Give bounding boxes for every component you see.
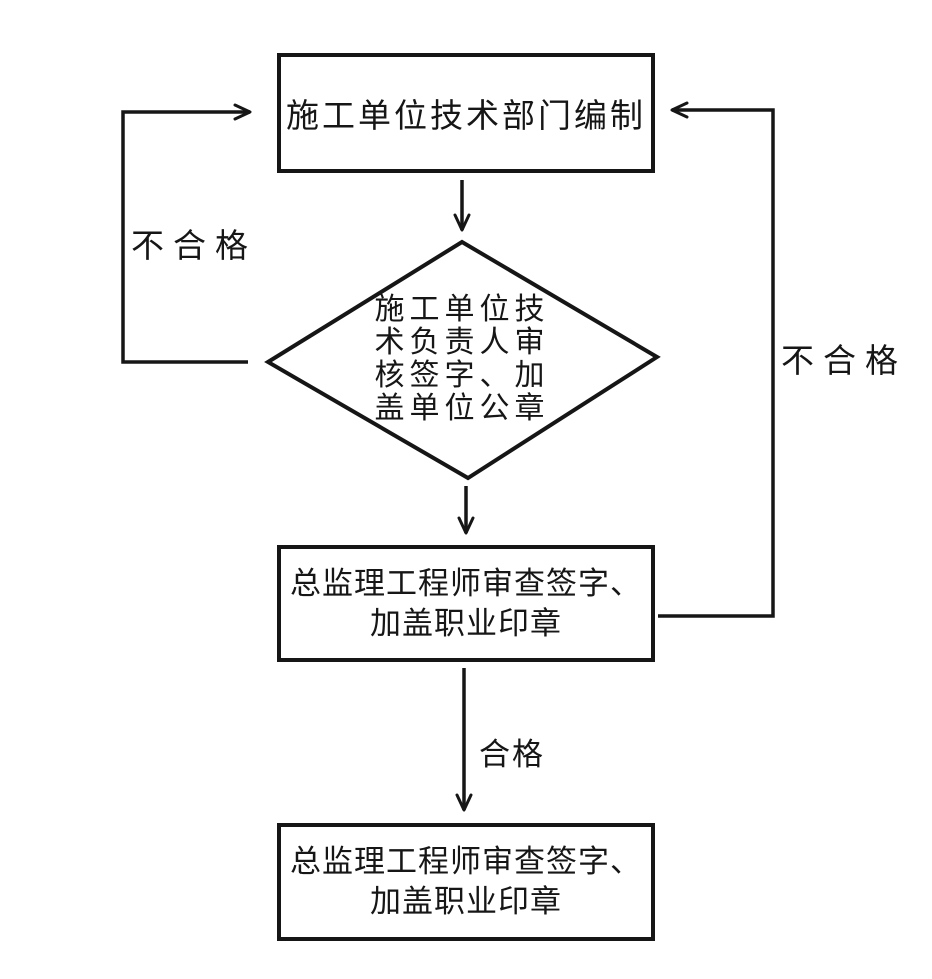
node-tech-review-line: 盖单位公章 xyxy=(374,392,550,425)
node-tech-review: 施工单位技 术负责人审 核签字、加 盖单位公章 xyxy=(332,293,592,425)
node-tech-review-line: 术负责人审 xyxy=(374,326,550,359)
node-chief-review-line: 总监理工程师审查签字、 xyxy=(290,565,642,601)
node-final-line: 加盖职业印章 xyxy=(370,884,562,919)
node-chief-review-line: 加盖职业印章 xyxy=(370,605,562,641)
node-tech-review-line: 核签字、加 xyxy=(374,359,550,392)
node-final: 总监理工程师审查签字、 加盖职业印章 xyxy=(277,823,655,941)
edge-fail-left-loop xyxy=(121,103,252,364)
node-final-line: 总监理工程师审查签字、 xyxy=(290,844,642,879)
node-tech-review-line: 施工单位技 xyxy=(374,293,550,326)
decision-diamond-shape xyxy=(264,239,661,481)
edge-label-pass: 合格 xyxy=(479,737,545,772)
node-compile-label: 施工单位技术部门编制 xyxy=(286,99,646,135)
edge-fail-right-loop xyxy=(658,101,775,618)
edge-label-fail-right: 不合格 xyxy=(781,344,907,380)
node-chief-review: 总监理工程师审查签字、 加盖职业印章 xyxy=(277,545,655,662)
node-compile: 施工单位技术部门编制 xyxy=(277,53,655,173)
edge-label-fail-left: 不合格 xyxy=(131,229,257,265)
